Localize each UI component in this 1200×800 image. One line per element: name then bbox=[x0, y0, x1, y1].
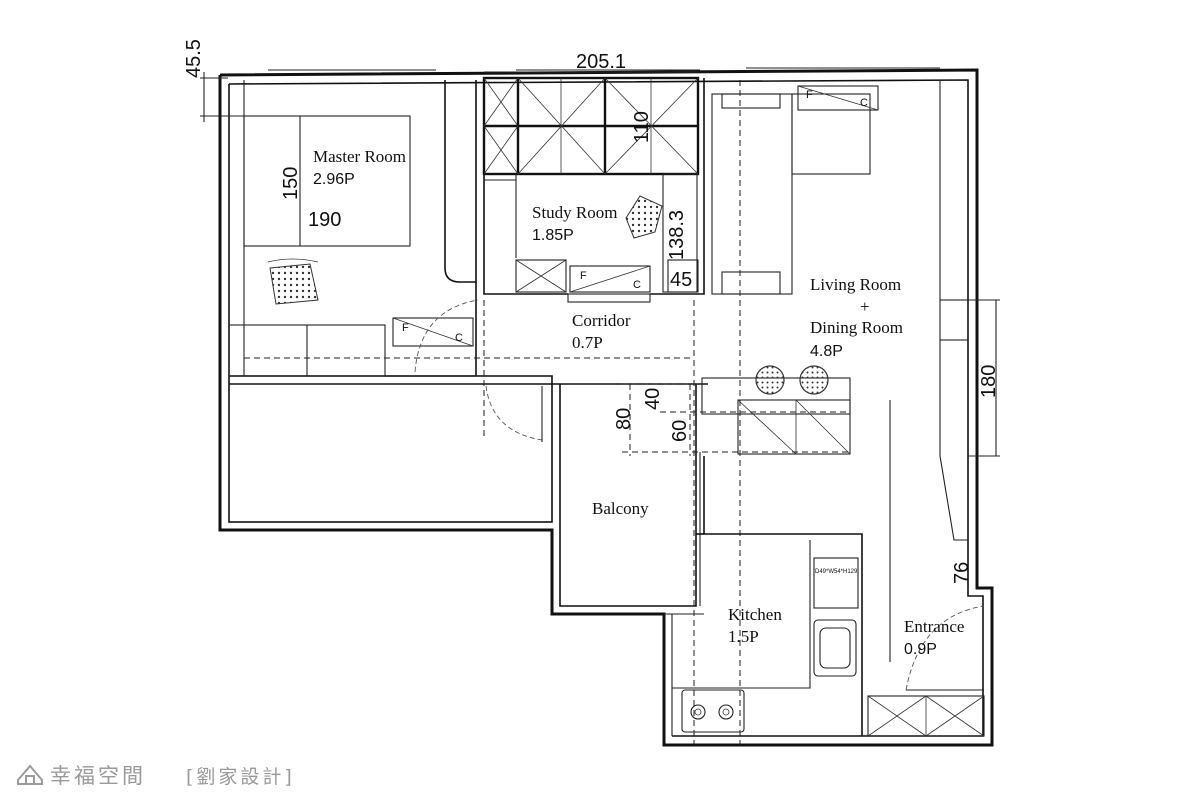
dim-205-1-group: 205.1 bbox=[484, 51, 698, 73]
kitchen-label: Kitchen bbox=[728, 605, 782, 624]
study-room: F C Study Room 1.85P 138.3 45 110 bbox=[482, 76, 705, 303]
corridor-area: 0.7P bbox=[572, 333, 603, 352]
stool-2 bbox=[799, 365, 829, 395]
dim-40: 40 bbox=[642, 388, 664, 410]
home-logo-icon bbox=[17, 764, 43, 785]
stool-1 bbox=[755, 365, 785, 395]
sink bbox=[813, 619, 857, 677]
dim-45-5-group: 45.5 bbox=[183, 39, 245, 122]
dim-60: 60 bbox=[669, 420, 691, 442]
dim-110: 110 bbox=[631, 111, 653, 143]
dim-205-1: 205.1 bbox=[576, 51, 626, 73]
living-closet-c: C bbox=[860, 97, 868, 109]
master-room-label: Master Room bbox=[313, 147, 406, 166]
sofa bbox=[711, 93, 871, 295]
dim-76: 76 bbox=[951, 562, 973, 584]
living-room-label: Living Room bbox=[810, 275, 901, 294]
master-closet-c: C bbox=[455, 332, 463, 344]
dining-room-label: Dining Room bbox=[810, 318, 903, 337]
living-dining: F C 40 80 60 180 76 Living Room bbox=[613, 80, 1000, 745]
master-room-area: 2.96P bbox=[313, 171, 355, 188]
dim-80: 80 bbox=[613, 408, 635, 430]
study-room-label: Study Room bbox=[532, 203, 618, 222]
study-closet-c: C bbox=[633, 279, 641, 291]
fridge-code: D49*W54*H129 bbox=[815, 569, 858, 575]
dim-190: 190 bbox=[308, 209, 341, 231]
entrance-door-arc bbox=[905, 605, 985, 691]
master-closet-f: F bbox=[402, 322, 409, 334]
corridor: Corridor 0.7P bbox=[475, 282, 695, 745]
entrance-area: 0.9P bbox=[904, 641, 937, 658]
fridge bbox=[813, 557, 859, 609]
dim-45-5: 45.5 bbox=[183, 39, 205, 78]
dim-138-3: 138.3 bbox=[666, 210, 688, 260]
entrance: Entrance 0.9P bbox=[867, 605, 985, 737]
study-closet-f: F bbox=[580, 270, 587, 282]
study-room-area: 1.85P bbox=[532, 227, 574, 244]
watermark-designer: [劉家設計] bbox=[186, 766, 295, 788]
dim-150: 150 bbox=[280, 167, 302, 200]
dim-45: 45 bbox=[670, 269, 692, 291]
master-chair bbox=[267, 258, 319, 305]
kitchen-area: 1.5P bbox=[728, 627, 759, 646]
master-room: F C Master Room 2.96P 190 150 bbox=[228, 80, 694, 523]
study-cabinet-crosses bbox=[483, 77, 699, 175]
living-room-area: 4.8P bbox=[810, 343, 843, 360]
living-plus-label: + bbox=[860, 297, 870, 316]
living-closet-f: F bbox=[806, 89, 813, 101]
study-chair bbox=[625, 195, 663, 239]
watermark: 幸福空間 [劉家設計] bbox=[17, 764, 295, 788]
dim-180: 180 bbox=[978, 365, 1000, 398]
master-door-arc bbox=[414, 299, 479, 373]
balcony-door-arc bbox=[485, 385, 543, 441]
corridor-label: Corridor bbox=[572, 311, 631, 330]
kitchen: D49*W54*H129 Kitchen 1.5P bbox=[664, 456, 863, 736]
stove bbox=[681, 689, 745, 733]
entrance-label: Entrance bbox=[904, 617, 964, 636]
balcony: Balcony bbox=[552, 383, 708, 607]
balcony-label: Balcony bbox=[592, 499, 649, 518]
watermark-brand: 幸福空間 bbox=[50, 764, 146, 788]
